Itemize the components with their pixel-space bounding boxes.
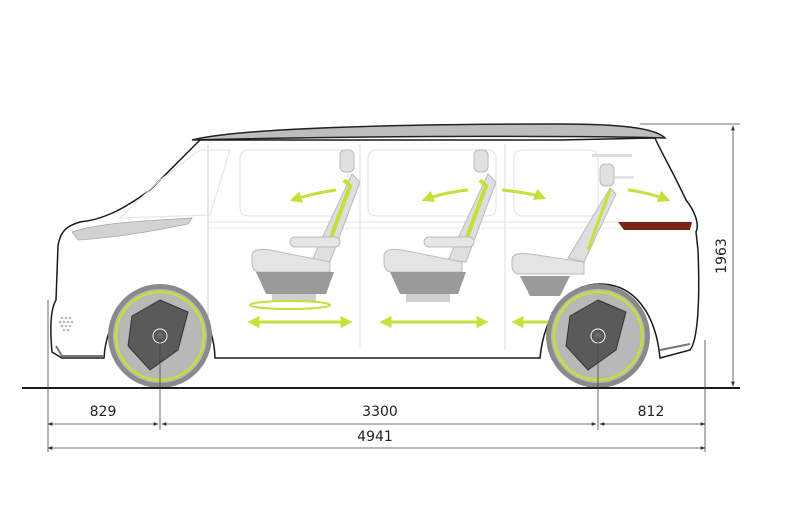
wheelbase-label: 3300	[362, 404, 398, 420]
rear-overhang-label: 812	[637, 404, 665, 420]
seat-row-2	[383, 149, 497, 302]
overall-height-label: 1963	[714, 238, 730, 274]
front-overhang-label: 829	[89, 404, 117, 420]
seat-row-1	[249, 149, 361, 310]
seat-row-3	[511, 163, 617, 296]
overall-length-label: 4941	[357, 429, 393, 445]
roof	[191, 123, 667, 141]
dimension-lines	[47, 123, 740, 452]
